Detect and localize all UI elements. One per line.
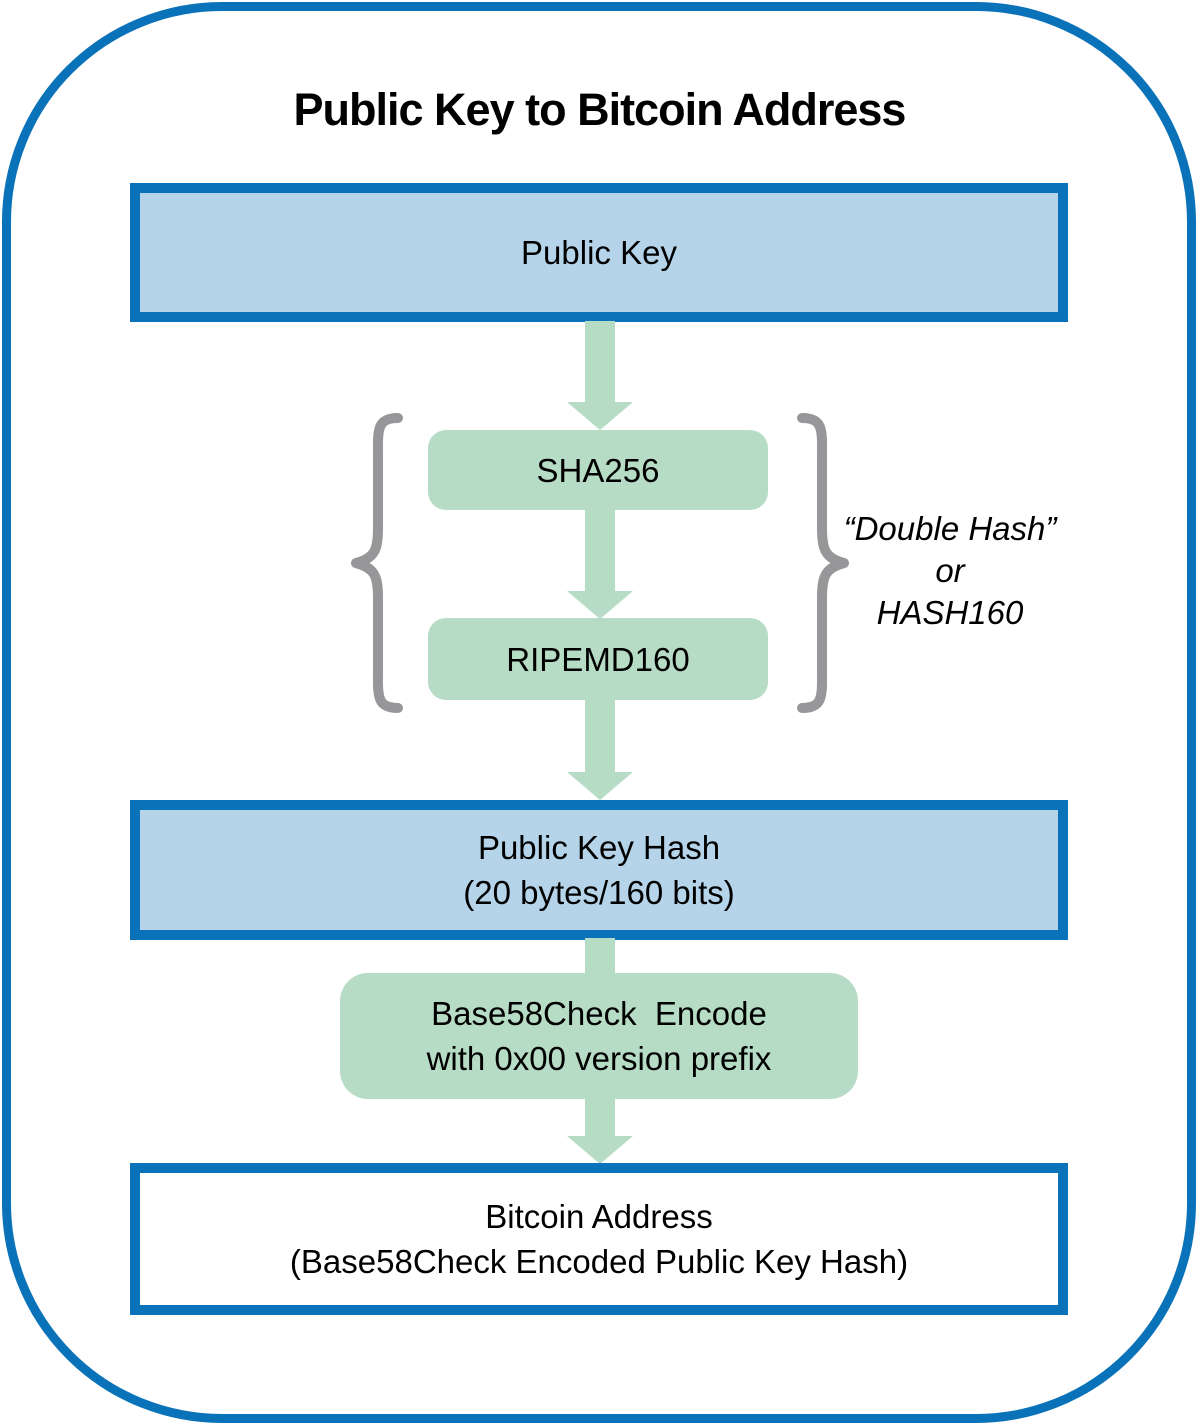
public-key-hash-line-1: Public Key Hash [477,829,721,866]
arrow-sha256-to-ripemd160-head [567,591,633,619]
arrow-ripemd160-to-public-key-hash-head [567,772,633,800]
annotation-line-1: “Double Hash” [843,510,1057,547]
diagram-title: Public Key to Bitcoin Address [293,84,907,135]
double-hash-annotation: “Double Hash” or HASH160 [810,508,1090,634]
base58check-box: Base58Check Encode with 0x00 version pre… [340,973,858,1099]
public-key-box: Public Key [130,183,1068,322]
left-brace-icon [351,413,403,713]
base58check-line-2: with 0x00 version prefix [426,1040,772,1077]
arrow-base58check-to-bitcoin-address-head [567,1136,633,1164]
public-key-hash-box: Public Key Hash (20 bytes/160 bits) [130,800,1068,940]
ripemd160-label: RIPEMD160 [506,640,690,678]
arrow-public-key-to-sha256-head [567,402,633,430]
sha256-label: SHA256 [536,451,660,489]
arrow-ripemd160-to-public-key-hash-shaft [585,699,615,774]
bitcoin-address-line-2: (Base58Check Encoded Public Key Hash) [289,1243,909,1280]
base58check-line-1: Base58Check Encode [431,995,767,1032]
right-brace-icon [797,413,849,713]
connector-public-key-hash-to-base58check [585,938,615,975]
ripemd160-box: RIPEMD160 [428,618,768,700]
bitcoin-address-line-1: Bitcoin Address [485,1198,713,1235]
bitcoin-address-box: Bitcoin Address (Base58Check Encoded Pub… [130,1163,1068,1315]
arrow-public-key-to-sha256-shaft [585,321,615,402]
sha256-box: SHA256 [428,430,768,510]
public-key-label: Public Key [521,234,677,271]
annotation-line-3: HASH160 [876,594,1024,631]
annotation-line-2: or [935,552,965,589]
arrow-base58check-to-bitcoin-address-shaft [585,1097,615,1136]
public-key-hash-line-2: (20 bytes/160 bits) [463,874,735,911]
arrow-sha256-to-ripemd160-shaft [585,509,615,591]
